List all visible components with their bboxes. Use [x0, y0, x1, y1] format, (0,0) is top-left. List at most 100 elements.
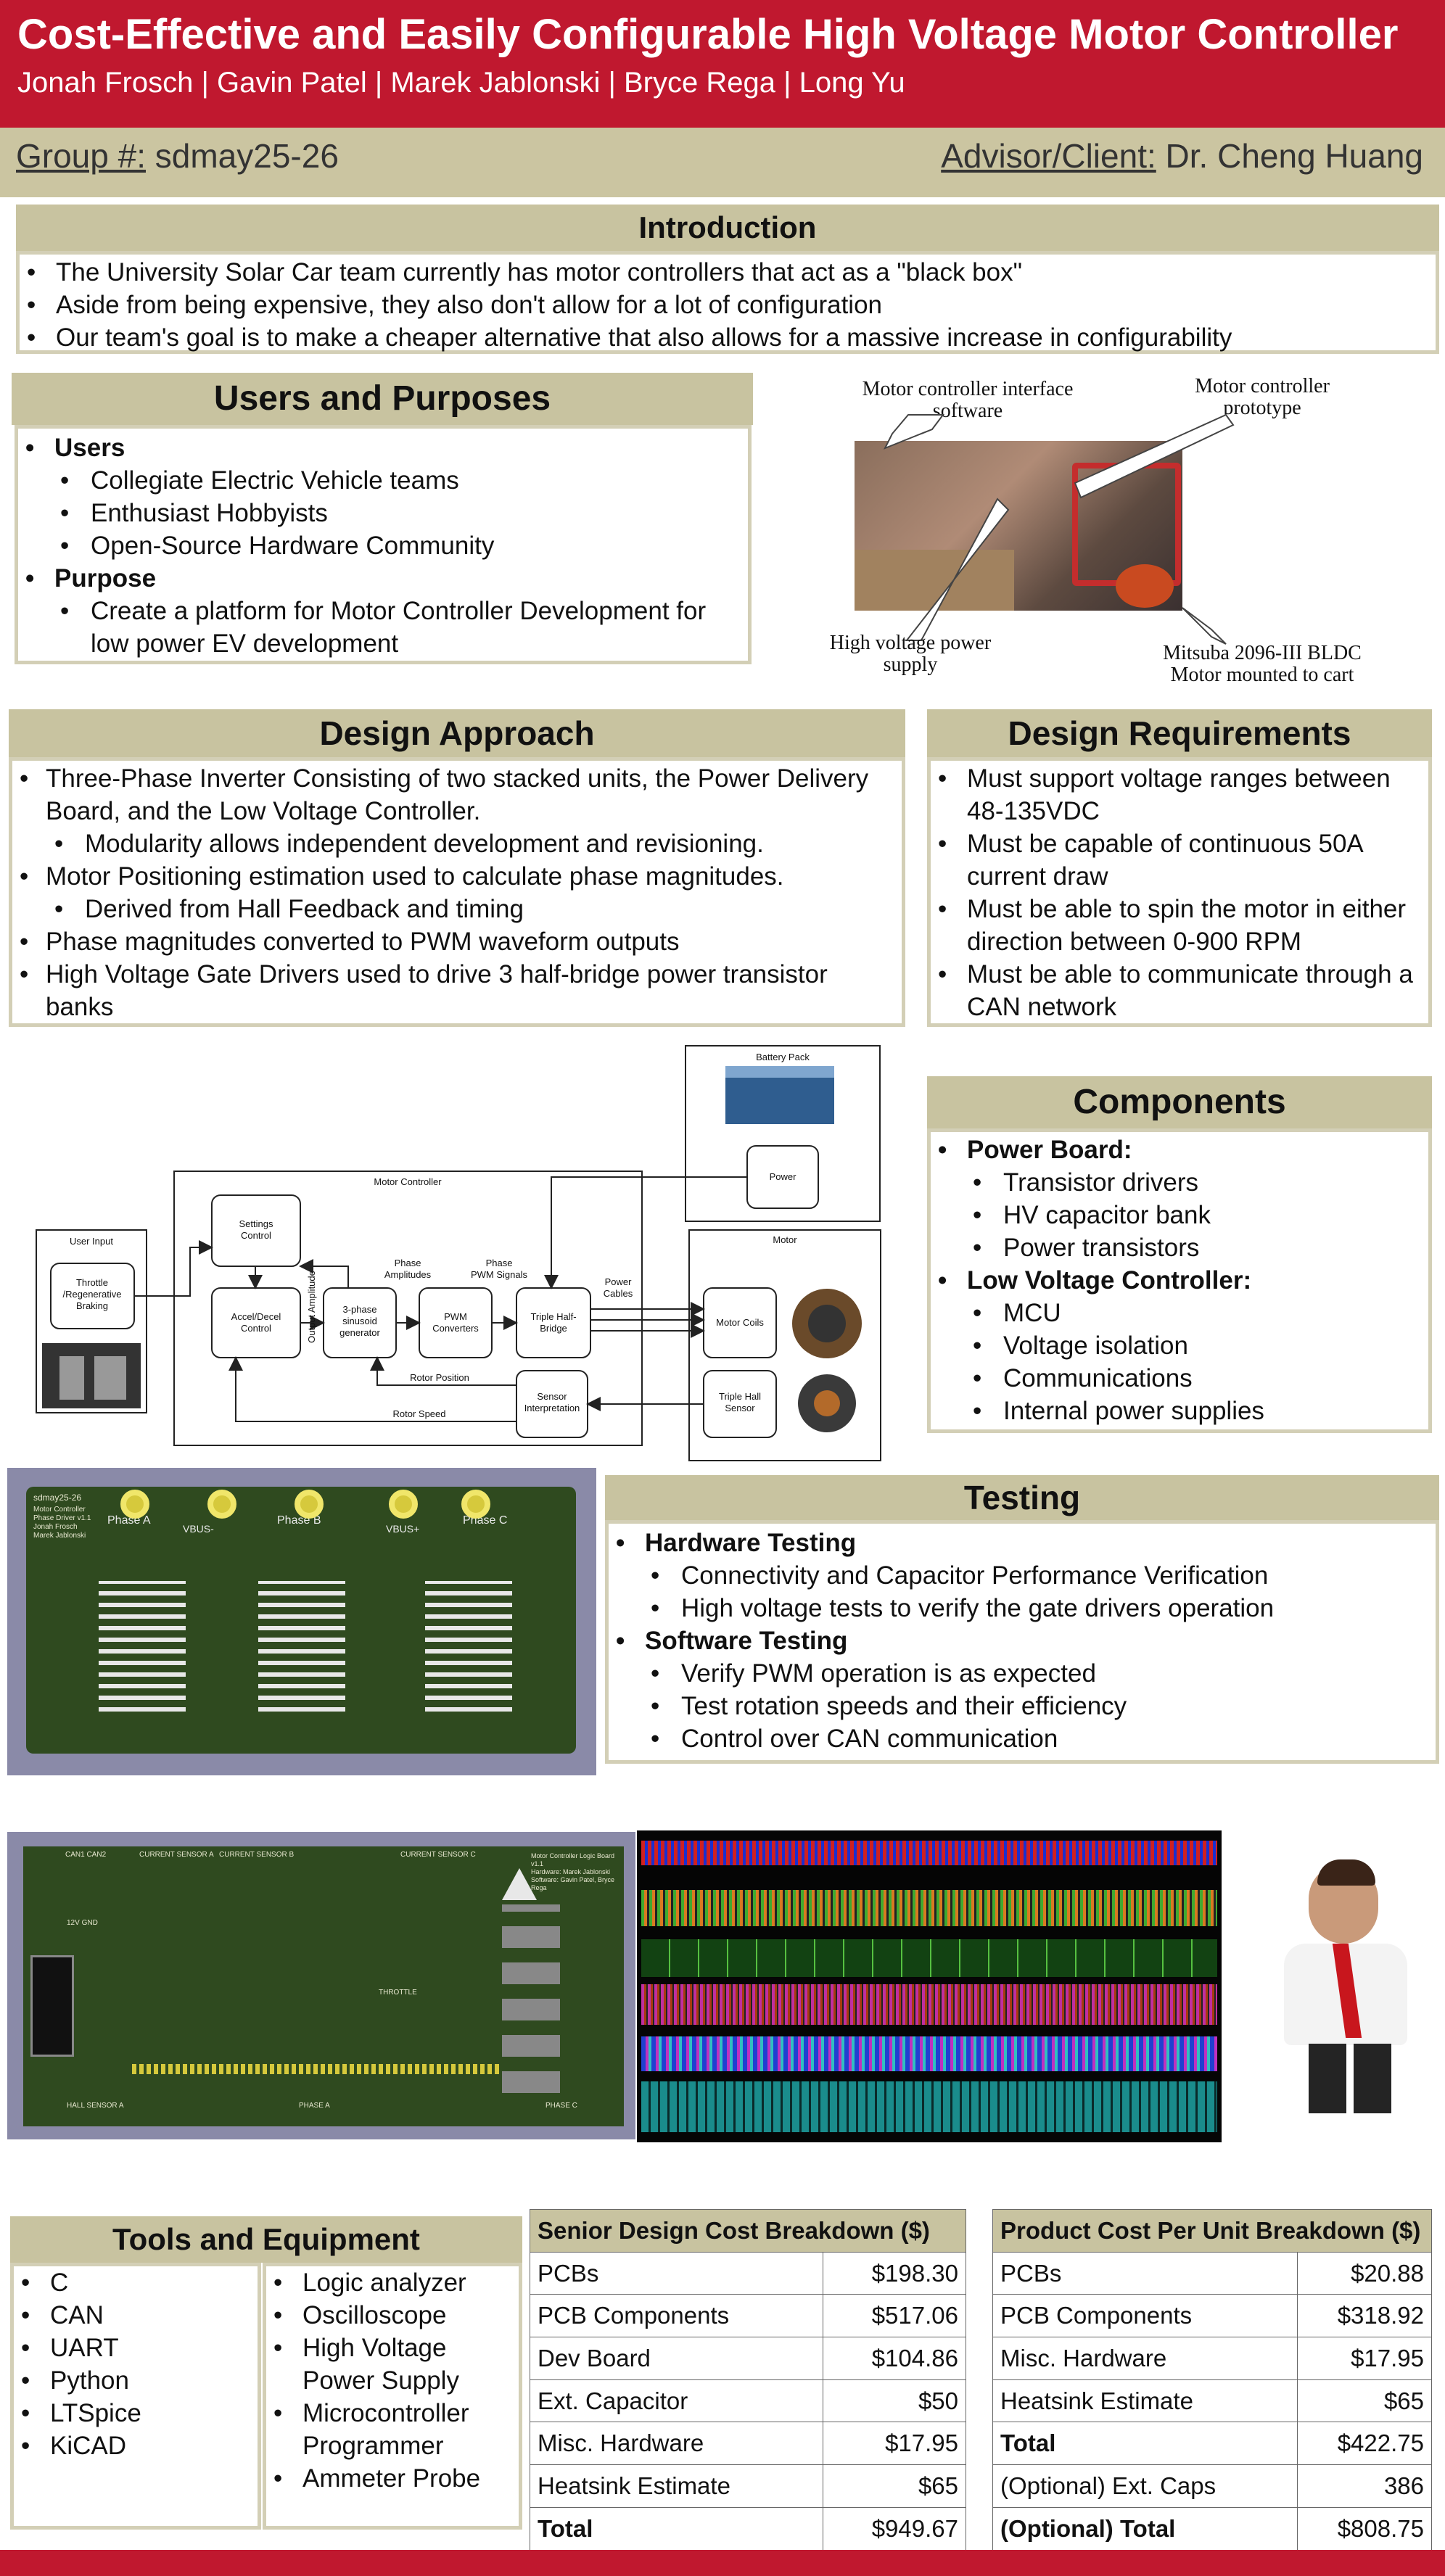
- requirement-bullet: Must be able to spin the motor in either…: [931, 893, 1428, 958]
- phase-pwm-label: Phase: [486, 1258, 513, 1268]
- callout-arrows: [883, 413, 1235, 645]
- design-approach-box: Three-Phase Inverter Consisting of two s…: [9, 757, 905, 1027]
- approach-bullet: Phase magnitudes converted to PWM wavefo…: [12, 925, 902, 958]
- pcb1-vbus-plus: VBUS+: [386, 1523, 420, 1535]
- power-board-head: Power Board:: [931, 1134, 1428, 1166]
- testing-item: Connectivity and Capacitor Performance V…: [609, 1559, 1436, 1592]
- author-list: Jonah Frosch | Gavin Patel | Marek Jablo…: [17, 67, 905, 99]
- senior-cost-table: Senior Design Cost Breakdown ($) PCBs$19…: [530, 2209, 967, 2551]
- generator-label: 3-phase: [343, 1304, 377, 1315]
- cost-value: $17.95: [1296, 2337, 1433, 2380]
- tool-item: C: [14, 2266, 258, 2299]
- person-hair: [1317, 1859, 1375, 1886]
- pcb2-can: CAN1 CAN2: [65, 1851, 107, 1859]
- intro-bullet: The University Solar Car team currently …: [20, 256, 1436, 289]
- component-item: Transistor drivers: [931, 1166, 1428, 1199]
- requirement-bullet: Must support voltage ranges between 48-1…: [931, 762, 1428, 827]
- throttle-label: Braking: [76, 1300, 108, 1311]
- hall-label: Triple Hall: [719, 1391, 761, 1402]
- component-item: Voltage isolation: [931, 1329, 1428, 1362]
- cost-item: Misc. Hardware: [530, 2422, 823, 2466]
- waveform-trace: [641, 1890, 1217, 1926]
- user-item: Enthusiast Hobbyists: [18, 497, 748, 529]
- cost-item: Misc. Hardware: [992, 2337, 1298, 2380]
- tool-item: LTSpice: [14, 2397, 258, 2430]
- terminal-pad: [120, 1490, 149, 1519]
- cost-value: $104.86: [822, 2337, 967, 2380]
- hall-label: Sensor: [725, 1403, 755, 1413]
- senior-cost-title: Senior Design Cost Breakdown ($): [530, 2209, 966, 2253]
- intro-bullet: Our team's goal is to make a cheaper alt…: [20, 321, 1436, 354]
- logic-board-render: CAN1 CAN2 CURRENT SENSOR A CURRENT SENSO…: [7, 1832, 635, 2139]
- pin-header: [132, 2064, 538, 2074]
- intro-heading: Introduction: [16, 205, 1439, 251]
- tools-heading: Tools and Equipment: [10, 2216, 522, 2263]
- motor-coils-label: Motor Coils: [716, 1317, 764, 1328]
- cost-item: Heatsink Estimate: [530, 2464, 823, 2508]
- cost-value: $17.95: [822, 2422, 967, 2466]
- group-value: sdmay25-26: [155, 137, 339, 175]
- pcb1-vbus-minus: VBUS-: [183, 1523, 214, 1535]
- oscilloscope-capture: [637, 1830, 1222, 2142]
- users-box: Users Collegiate Electric Vehicle teams …: [15, 425, 752, 664]
- tools-right-box: Logic analyzer Oscilloscope High Voltage…: [263, 2263, 522, 2530]
- cost-total-label: (Optional) Total: [992, 2506, 1298, 2551]
- title-banner: [0, 0, 1445, 128]
- waveform-trace: [641, 2081, 1217, 2132]
- pcb2-throttle: THROTTLE: [379, 1989, 417, 1997]
- pcb2-phase-c: PHASE C: [546, 2102, 577, 2110]
- waveform-trace: [641, 1939, 1217, 1977]
- equipment-item: Oscilloscope: [266, 2299, 519, 2332]
- button-array: [502, 1904, 560, 2093]
- cost-item: PCB Components: [992, 2294, 1298, 2338]
- power-cables-label: Cables: [604, 1288, 633, 1299]
- cost-item: Ext. Capacitor: [530, 2379, 823, 2423]
- cost-total-value: $422.75: [1296, 2422, 1433, 2466]
- cardboard-box: [855, 550, 1014, 611]
- generator-label: generator: [339, 1327, 380, 1338]
- cost-value: $198.30: [822, 2251, 967, 2295]
- waveform-trace: [641, 2036, 1217, 2071]
- unit-cost-table-wrap: Product Cost Per Unit Breakdown ($) PCBs…: [992, 2209, 1433, 2551]
- settings-label: Settings: [239, 1218, 273, 1229]
- tools-left-box: C CAN UART Python LTSpice KiCAD: [10, 2263, 261, 2530]
- components-heading: Components: [927, 1076, 1432, 1128]
- testing-item: Test rotation speeds and their efficienc…: [609, 1690, 1436, 1722]
- accel-label: Control: [241, 1323, 271, 1334]
- tool-item: CAN: [14, 2299, 258, 2332]
- users-heading: Users and Purposes: [12, 373, 753, 425]
- equipment-item: Microcontroller Programmer: [266, 2397, 519, 2462]
- testing-item: High voltage tests to verify the gate dr…: [609, 1592, 1436, 1625]
- pcb2-cs-c: CURRENT SENSOR C: [400, 1851, 476, 1859]
- component-item: Communications: [931, 1362, 1428, 1395]
- hw-testing-head: Hardware Testing: [609, 1527, 1436, 1559]
- generator-label: sinusoid: [342, 1316, 377, 1326]
- user-item: Collegiate Electric Vehicle teams: [18, 464, 748, 497]
- equipment-item: High Voltage Power Supply: [266, 2332, 519, 2397]
- motor-controller-label: Motor Controller: [374, 1176, 442, 1187]
- power-cables-label: Power: [605, 1276, 633, 1287]
- cost-value: $65: [822, 2464, 967, 2508]
- design-requirements-box: Must support voltage ranges between 48-1…: [927, 757, 1432, 1027]
- waveform-trace: [641, 1984, 1217, 2025]
- equipment-item: Logic analyzer: [266, 2266, 519, 2299]
- tool-item: UART: [14, 2332, 258, 2364]
- design-approach-heading: Design Approach: [9, 709, 905, 757]
- table-row: Dev Board$104.86: [530, 2337, 967, 2380]
- footer-banner: [0, 2550, 1445, 2576]
- cost-item: Dev Board: [530, 2337, 823, 2380]
- motor-label: Motor: [773, 1234, 797, 1245]
- cost-total-value: $949.67: [822, 2506, 967, 2551]
- accel-label: Accel/Decel: [231, 1311, 281, 1322]
- user-input-frame: [36, 1229, 147, 1413]
- transistor-bank: [258, 1581, 345, 1719]
- unit-cost-title: Product Cost Per Unit Breakdown ($): [992, 2209, 1432, 2253]
- pcb2-cs-a: CURRENT SENSOR A: [139, 1851, 214, 1859]
- table-row: Total$949.67: [530, 2506, 967, 2551]
- cost-value: $517.06: [822, 2294, 967, 2338]
- waveform-trace: [641, 1841, 1217, 1865]
